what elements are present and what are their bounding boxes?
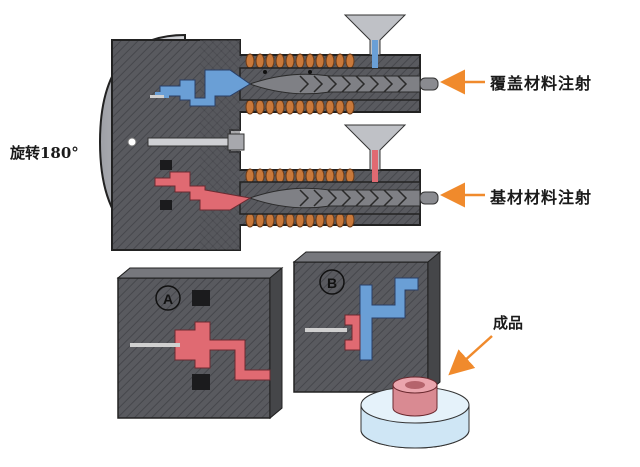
screw-flight — [369, 189, 380, 207]
rotating-mold-assembly — [98, 14, 439, 252]
coil-turn — [335, 53, 345, 69]
coil-turn — [315, 168, 325, 184]
coil-turn — [285, 53, 295, 69]
screw-flight — [355, 189, 366, 207]
coil-turn — [305, 99, 315, 115]
coil-turn — [295, 99, 305, 115]
screw-flight — [341, 75, 352, 93]
coil-turn — [345, 99, 355, 115]
coil-turn — [295, 53, 305, 69]
coil-turn — [325, 99, 335, 115]
coil-turn — [245, 53, 255, 69]
coil-turn — [335, 212, 345, 228]
mold-b-cover-part — [359, 277, 419, 361]
base-material-flow — [154, 171, 252, 211]
coil-turn — [305, 212, 315, 228]
product-arrow — [448, 335, 493, 376]
coil-turn — [255, 168, 265, 184]
coil-turn — [265, 99, 275, 115]
coil-turn — [255, 212, 265, 228]
screw-flight — [299, 189, 310, 207]
screw-flight — [397, 189, 408, 207]
coil-turn — [255, 99, 265, 115]
mold-a-label-circle — [155, 285, 181, 311]
coil-turn — [305, 168, 315, 184]
screw-flight — [313, 75, 324, 93]
coil-turn — [345, 53, 355, 69]
rotate-label: 旋转180° — [10, 144, 79, 162]
heater-coil-bottom — [245, 168, 355, 228]
coil-turn — [335, 168, 345, 184]
mold-b: B — [292, 250, 442, 394]
mold-b-label: B — [327, 275, 337, 291]
coil-turn — [345, 168, 355, 184]
coil-turn — [315, 99, 325, 115]
coil-turn — [245, 99, 255, 115]
screw-flight — [397, 75, 408, 93]
screw-flight — [355, 75, 366, 93]
coil-turn — [255, 53, 265, 69]
coil-turn — [335, 99, 345, 115]
base-injection-label: 基材材料注射 — [490, 188, 593, 207]
coil-turn — [315, 212, 325, 228]
screw-flight — [327, 189, 338, 207]
coil-turn — [275, 53, 285, 69]
mold-a-label: A — [163, 291, 173, 307]
mold-b-label-circle — [319, 269, 345, 295]
screw-flight — [369, 75, 380, 93]
tie-bar — [147, 137, 237, 147]
finished-product — [360, 376, 470, 449]
coil-turn — [265, 53, 275, 69]
coil-turn — [325, 212, 335, 228]
coil-turn — [285, 99, 295, 115]
coil-turn — [295, 212, 305, 228]
coil-turn — [295, 168, 305, 184]
bottom-hopper — [343, 124, 407, 171]
coil-turn — [265, 212, 275, 228]
coil-turn — [275, 168, 285, 184]
screw-flight — [327, 75, 338, 93]
cover-material-flow — [159, 69, 251, 107]
top-injection-rod — [419, 77, 439, 91]
coil-turn — [305, 53, 315, 69]
coil-turn — [325, 168, 335, 184]
coil-turn — [275, 99, 285, 115]
screw-flight — [313, 189, 324, 207]
mold-a-base-part — [174, 321, 271, 381]
screw-flight — [299, 75, 310, 93]
screw-flight — [383, 189, 394, 207]
coil-turn — [265, 168, 275, 184]
coil-turn — [345, 212, 355, 228]
coil-turn — [285, 212, 295, 228]
coil-turn — [285, 168, 295, 184]
screw-flight — [341, 189, 352, 207]
coil-turn — [275, 212, 285, 228]
coil-turn — [245, 168, 255, 184]
mold-a: A — [116, 266, 284, 420]
bottom-injection-rod — [419, 191, 439, 205]
coil-turn — [245, 212, 255, 228]
screw-flight — [383, 75, 394, 93]
coil-turn — [315, 53, 325, 69]
product-label: 成品 — [493, 314, 524, 332]
coil-turn — [325, 53, 335, 69]
top-hopper — [343, 14, 407, 56]
cover-injection-label: 覆盖材料注射 — [490, 74, 593, 93]
